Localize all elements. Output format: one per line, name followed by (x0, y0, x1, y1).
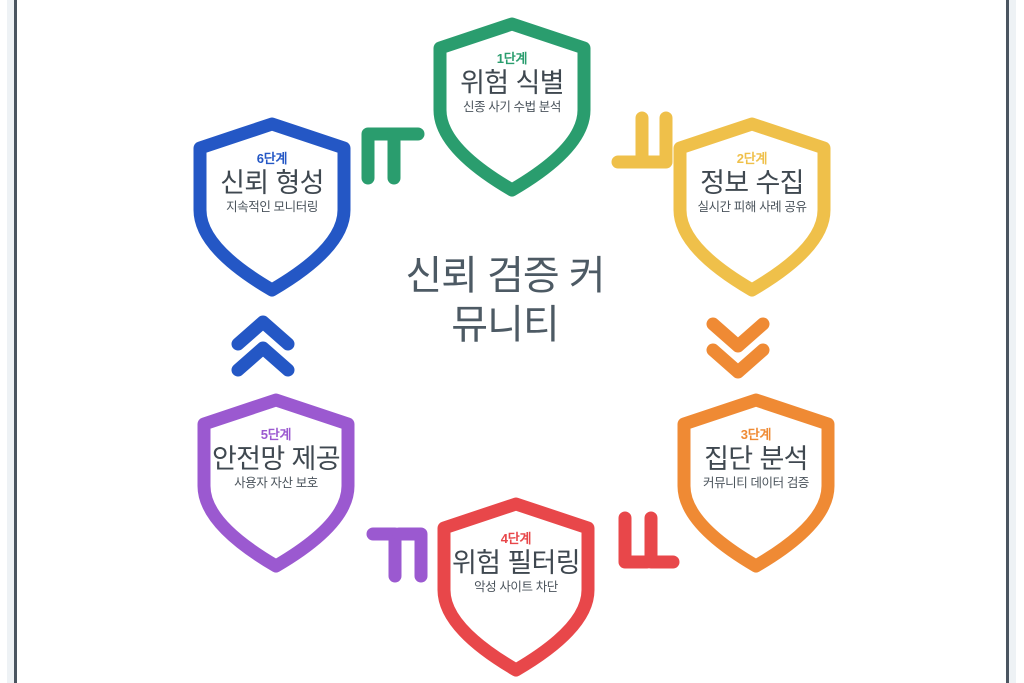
center-title-line1: 신뢰 검증 커 (405, 254, 605, 298)
page-border-right (1006, 0, 1009, 683)
shield-outline-4 (437, 497, 595, 677)
step-number-5: 5단계 (260, 427, 292, 442)
connector-1-to-2 (608, 108, 678, 188)
shield-icon (677, 393, 835, 573)
chevron-double-up-right-icon (361, 127, 425, 185)
step-title-2: 정보 수집 (700, 167, 804, 198)
step-title-6: 신뢰 형성 (220, 167, 324, 198)
shield-icon (197, 393, 355, 573)
shield-outline-5 (197, 393, 355, 573)
connector-5-to-6 (228, 312, 298, 382)
page-border-glow-right (1009, 0, 1016, 683)
step-number-3: 3단계 (740, 427, 772, 442)
connector-2-to-3 (703, 312, 773, 382)
step-card-3-text: 3단계 집단 분석 커뮤니티 데이터 검증 (680, 428, 832, 492)
step-card-1[interactable]: 1단계 위험 식별 신종 사기 수법 분석 (424, 14, 600, 200)
center-title: 신뢰 검증 커 뮤니티 (355, 252, 655, 350)
step-subtitle-3: 커뮤니티 데이터 검증 (702, 475, 810, 490)
chevron-double-down-right-icon (611, 111, 673, 169)
step-subtitle-2: 실시간 피해 사례 공유 (697, 199, 807, 214)
shield-icon (433, 17, 591, 197)
step-card-2-text: 2단계 정보 수집 실시간 피해 사례 공유 (676, 152, 828, 216)
step-number-4: 4단계 (500, 531, 532, 546)
step-card-6-text: 6단계 신뢰 형성 지속적인 모니터링 (196, 152, 348, 216)
step-number-1: 1단계 (496, 51, 528, 66)
step-card-5-text: 5단계 안전망 제공 사용자 자산 보호 (200, 428, 352, 492)
center-title-line2: 뮤니티 (451, 302, 559, 347)
step-subtitle-6: 지속적인 모니터링 (226, 199, 318, 214)
step-subtitle-5: 사용자 자산 보호 (234, 475, 318, 490)
step-subtitle-4: 악성 사이트 차단 (474, 579, 558, 594)
shield-outline-6 (193, 117, 351, 297)
step-number-2: 2단계 (736, 151, 768, 166)
page-border-glow-left (7, 0, 14, 683)
connector-6-to-1 (358, 108, 428, 188)
page-border-left (14, 0, 17, 683)
step-card-5[interactable]: 5단계 안전망 제공 사용자 자산 보호 (188, 390, 364, 576)
shield-icon (437, 497, 595, 677)
step-card-6[interactable]: 6단계 신뢰 형성 지속적인 모니터링 (184, 114, 360, 300)
chevron-double-down-left-icon (618, 511, 680, 569)
shield-icon (193, 117, 351, 297)
connector-3-to-4 (613, 508, 683, 588)
chevron-double-down-icon (706, 317, 770, 379)
step-title-5: 안전망 제공 (211, 443, 341, 474)
step-number-6: 6단계 (256, 151, 288, 166)
shield-outline-3 (677, 393, 835, 573)
shield-outline-2 (673, 117, 831, 297)
step-card-2[interactable]: 2단계 정보 수집 실시간 피해 사례 공유 (664, 114, 840, 300)
step-title-4: 위험 필터링 (451, 547, 581, 578)
step-card-3[interactable]: 3단계 집단 분석 커뮤니티 데이터 검증 (668, 390, 844, 576)
step-subtitle-1: 신종 사기 수법 분석 (462, 99, 562, 114)
step-title-3: 집단 분석 (704, 443, 808, 474)
chevron-double-up-icon (231, 315, 295, 377)
step-card-4[interactable]: 4단계 위험 필터링 악성 사이트 차단 (428, 494, 604, 680)
connector-4-to-5 (363, 508, 433, 588)
shield-icon (673, 117, 831, 297)
chevron-double-up-left-icon (366, 527, 428, 583)
step-title-1: 위험 식별 (460, 67, 564, 98)
step-card-1-text: 1단계 위험 식별 신종 사기 수법 분석 (436, 52, 588, 116)
shield-outline-1 (433, 17, 591, 197)
step-card-4-text: 4단계 위험 필터링 악성 사이트 차단 (440, 532, 592, 596)
